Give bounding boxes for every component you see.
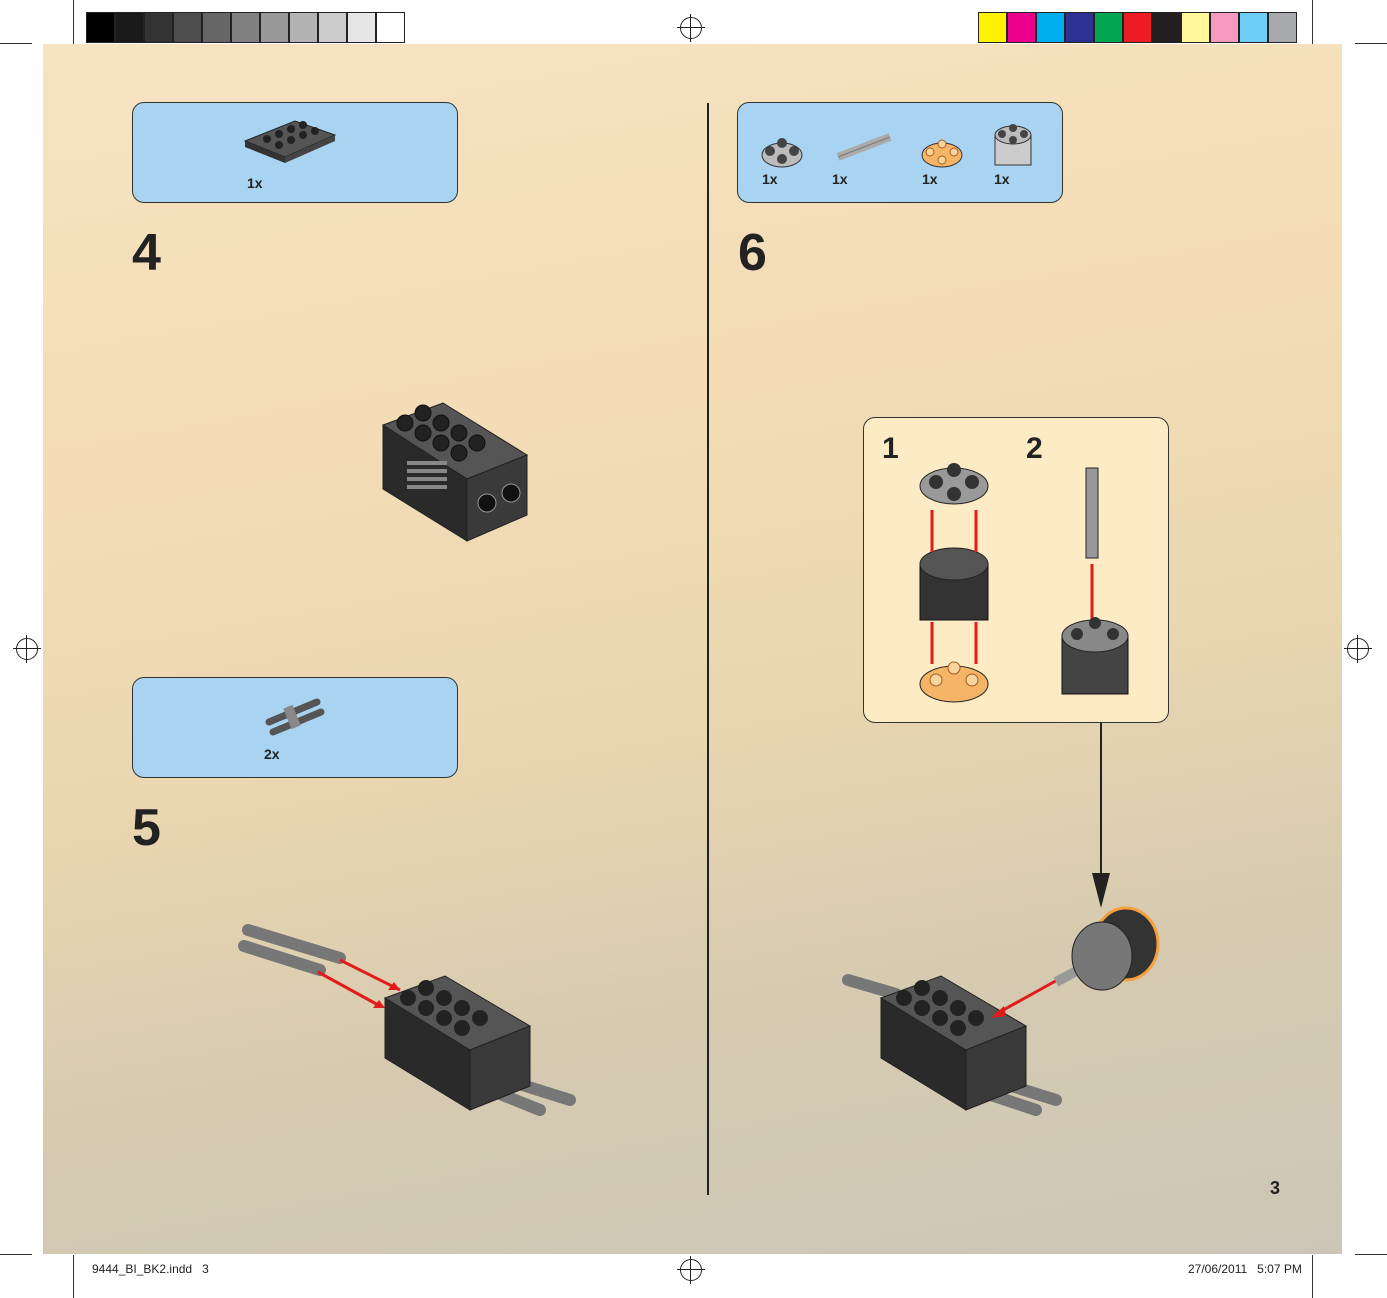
round-plate-orange-icon — [921, 139, 963, 168]
grayscale-color-bar — [86, 12, 405, 43]
substep-number: 2 — [1026, 432, 1043, 465]
sub-assembly-panel: 1 2 — [863, 417, 1169, 723]
crop-mark — [0, 1254, 32, 1255]
crop-mark — [1355, 1254, 1387, 1255]
plate-2x4-icon — [243, 120, 337, 163]
color-swatch — [1210, 12, 1239, 43]
color-swatch — [173, 12, 202, 43]
substep-2-illustration — [1061, 467, 1129, 695]
color-swatch — [260, 12, 289, 43]
parts-list-step-4: 1x — [132, 102, 458, 203]
registration-mark-icon — [677, 1256, 705, 1284]
pin-connector-icon — [265, 698, 325, 736]
crop-mark — [73, 0, 74, 44]
color-swatch — [1123, 12, 1152, 43]
round-plate-gray-icon — [761, 138, 803, 168]
color-swatch — [1065, 12, 1094, 43]
step-5-assembly-illustration — [238, 924, 576, 1116]
color-swatch — [1094, 12, 1123, 43]
step-number: 5 — [132, 799, 161, 857]
part-quantity: 1x — [994, 171, 1010, 187]
parts-list-step-6: 1x 1x 1x 1x — [737, 102, 1063, 203]
registration-mark-icon — [677, 14, 705, 42]
color-swatch — [1007, 12, 1036, 43]
color-swatch — [86, 12, 115, 43]
registration-mark-icon — [13, 635, 41, 663]
color-swatch — [347, 12, 376, 43]
round-brick-icon — [994, 124, 1032, 166]
step-6-assembly-illustration — [842, 906, 1160, 1116]
color-swatch — [144, 12, 173, 43]
color-swatch — [202, 12, 231, 43]
color-swatch — [1268, 12, 1297, 43]
part-quantity: 1x — [247, 175, 263, 191]
color-swatch — [1239, 12, 1268, 43]
crop-mark — [1355, 43, 1387, 44]
page-number: 3 — [1270, 1178, 1281, 1198]
footer-timestamp: 27/06/2011 5:07 PM — [1188, 1262, 1302, 1276]
crop-mark — [1312, 1255, 1313, 1298]
color-swatch — [376, 12, 405, 43]
registration-mark-icon — [1344, 635, 1372, 663]
part-quantity: 2x — [264, 746, 280, 762]
color-swatch — [231, 12, 260, 43]
part-quantity: 1x — [832, 171, 848, 187]
crop-mark — [73, 1255, 74, 1298]
color-swatch — [1152, 12, 1181, 43]
substep-number: 1 — [882, 432, 899, 465]
footer-filename: 9444_BI_BK2.indd 3 — [92, 1262, 209, 1276]
crop-mark — [1312, 0, 1313, 44]
part-quantity: 1x — [762, 171, 778, 187]
parts-list-step-5: 2x — [132, 677, 458, 778]
part-quantity: 1x — [922, 171, 938, 187]
color-swatch — [289, 12, 318, 43]
color-swatch — [1036, 12, 1065, 43]
crop-mark — [0, 43, 32, 44]
color-swatch — [318, 12, 347, 43]
substep-1-illustration — [919, 463, 989, 703]
cmyk-color-bar — [978, 12, 1297, 43]
electric-motor-brick-illustration — [381, 402, 529, 542]
color-swatch — [1181, 12, 1210, 43]
color-swatch — [978, 12, 1007, 43]
step-number: 6 — [738, 224, 767, 282]
step-number: 4 — [132, 224, 161, 282]
column-divider — [707, 103, 709, 1195]
color-swatch — [115, 12, 144, 43]
axle-icon — [836, 133, 892, 161]
sub-assembly-arrow — [1092, 723, 1110, 908]
